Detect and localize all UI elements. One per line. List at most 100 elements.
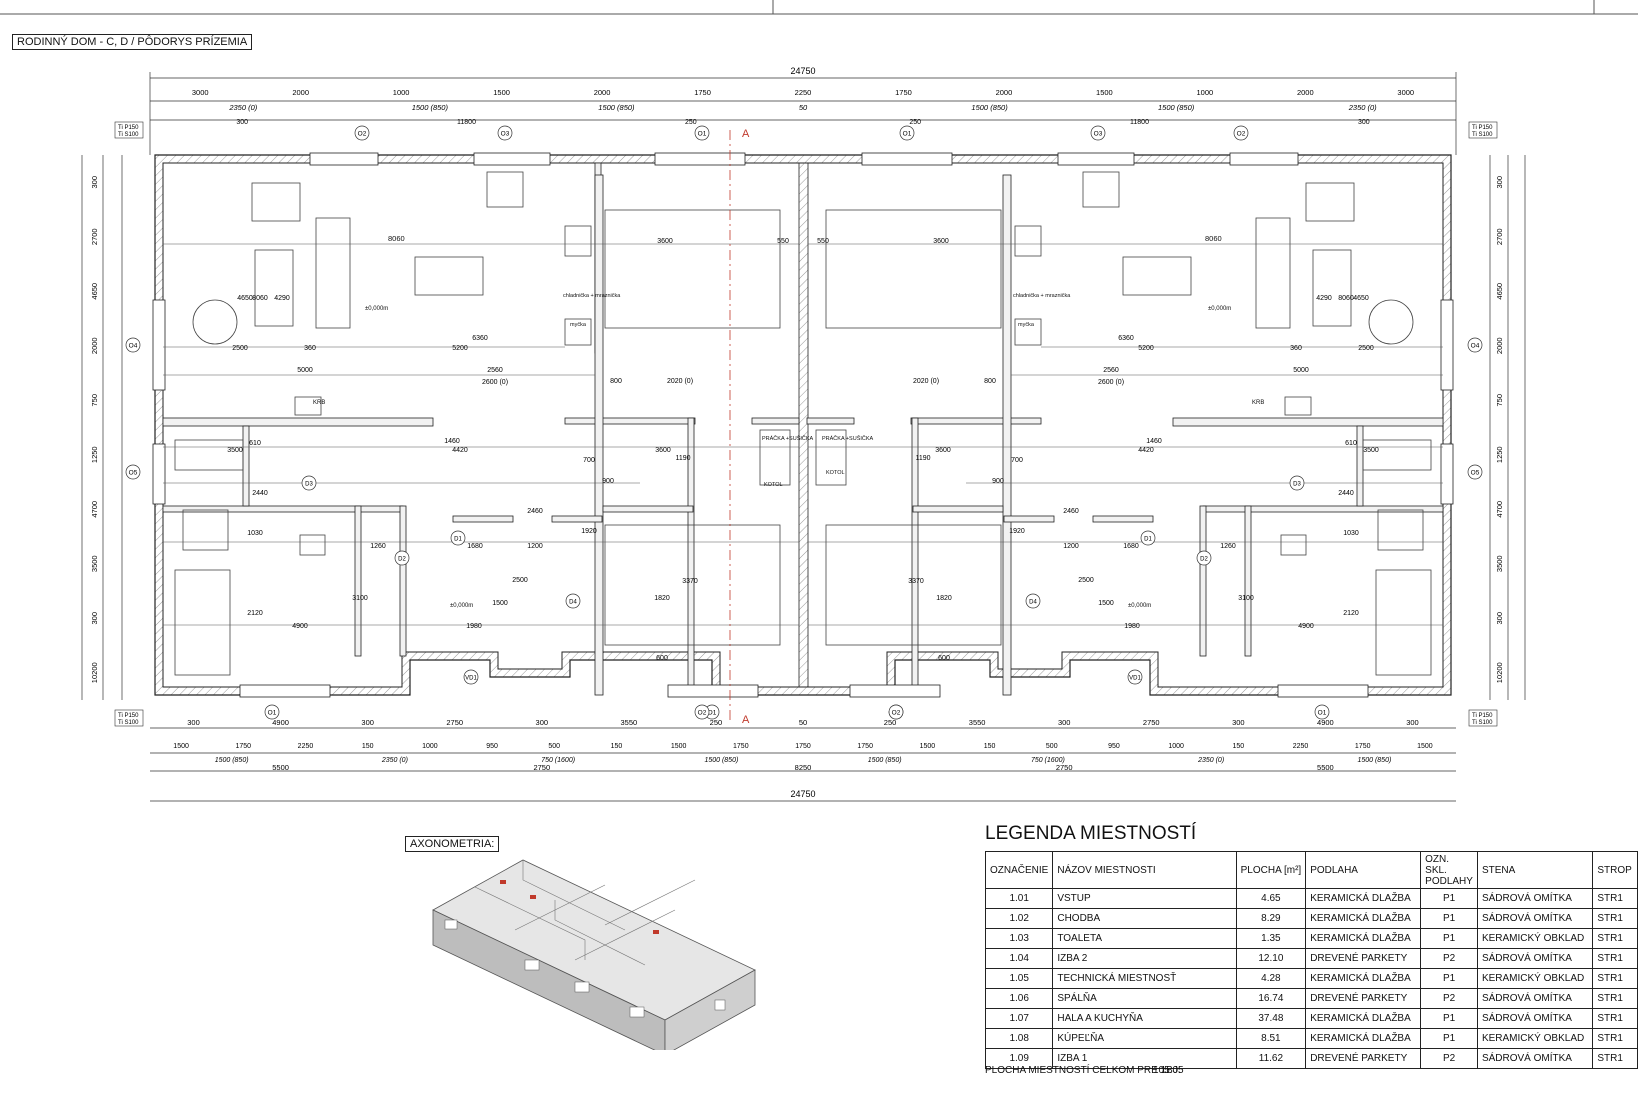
- inner-dim-label: 4650: [1353, 295, 1369, 302]
- dim-label: 300: [1358, 119, 1370, 126]
- dim-label: 4900: [272, 718, 289, 727]
- inner-dim-label: 1500: [1098, 600, 1114, 607]
- door-tag-circle: [1289, 475, 1305, 491]
- inner-dim-label: 2600 (0): [482, 379, 508, 386]
- col-header: PLOCHA [m²]: [1235, 851, 1307, 889]
- door-tag-circle: [463, 669, 479, 685]
- inner-dim-label: 1820: [936, 595, 952, 602]
- dim-label: 750 (1600): [541, 757, 575, 764]
- legend-title: LEGENDA MIESTNOSTÍ: [985, 823, 1197, 844]
- dim-label: 3000: [192, 88, 209, 97]
- inner-dim-label: 4900: [292, 623, 308, 630]
- inner-dim-label: 1980: [466, 623, 482, 630]
- level-mark-right: ±0,000m: [1208, 306, 1231, 312]
- dim-living-width: 8060: [388, 234, 405, 243]
- dim-label: 1500 (850): [1158, 103, 1195, 112]
- legend-cell: KERAMICKÁ DLAŽBA: [1305, 1008, 1422, 1029]
- dim-label: 300: [536, 718, 549, 727]
- svg-text:Ti S100: Ti S100: [1472, 132, 1493, 138]
- window-tag-circle: [899, 125, 915, 141]
- legend-cell: 1.07: [984, 1008, 1054, 1029]
- legend-cell: DREVENÉ PARKETY: [1305, 988, 1422, 1009]
- dim-label: 1500: [1096, 88, 1113, 97]
- inner-dim-label: 4420: [452, 447, 468, 454]
- legend-cell: STR1: [1592, 988, 1638, 1009]
- door-tag-circle: [565, 593, 581, 609]
- drawing-title: RODINNÝ DOM - C, D / PÔDORYS PRÍZEMIA: [12, 34, 253, 50]
- inner-dim-label: 1680: [1123, 543, 1139, 550]
- dim-label: 750 (1600): [1031, 757, 1065, 764]
- cooktop-icon: [564, 225, 592, 257]
- inner-dim-label: 1500: [492, 600, 508, 607]
- dim-label: 2350 (0): [381, 757, 408, 764]
- dim-label: 2350 (0): [1197, 757, 1224, 764]
- legend-cell: SÁDROVÁ OMÍTKA: [1476, 1048, 1594, 1069]
- level-mark-entry-right: ±0,000m: [1128, 603, 1151, 609]
- dim-label: 2250: [795, 88, 812, 97]
- inner-dim-label: 3100: [352, 595, 368, 602]
- dim-label: 10200: [90, 662, 99, 683]
- dim-label: 2700: [1495, 228, 1504, 245]
- legend-cell: 4.65: [1235, 888, 1307, 909]
- legend-cell: 8.51: [1235, 1028, 1307, 1049]
- inner-dim-label: 2020 (0): [913, 378, 939, 385]
- inner-dim-label: 3600: [655, 447, 671, 454]
- inner-dim-label: 1260: [1220, 543, 1236, 550]
- dim-label: 1500: [920, 743, 936, 750]
- axon-side-wall: [664, 969, 756, 1050]
- window-tag-circle: [125, 337, 141, 353]
- legend-cell: STR1: [1592, 948, 1638, 969]
- inner-dim-label: 2500: [1078, 577, 1094, 584]
- dim-label: 1750: [733, 743, 749, 750]
- legend-cell: P1: [1420, 908, 1478, 929]
- legend-cell: 37.48: [1235, 1008, 1307, 1029]
- legend-cell: SÁDROVÁ OMÍTKA: [1476, 908, 1594, 929]
- legend-cell: P1: [1420, 928, 1478, 949]
- dim-label: 250: [710, 718, 723, 727]
- dim-label: 4700: [1495, 501, 1504, 518]
- window-tag-label: O2: [358, 131, 367, 138]
- furniture-right: [815, 171, 1432, 676]
- inner-dim-label: 3370: [908, 578, 924, 585]
- washbasin-icon: [299, 534, 326, 556]
- dim-label: 1750: [235, 743, 251, 750]
- inner-dim-label: 1200: [1063, 543, 1079, 550]
- axon-furniture: [500, 880, 659, 934]
- window-tag-label: O4: [129, 343, 138, 350]
- dim-label: 500: [1046, 743, 1058, 750]
- dim-label: 150: [611, 743, 623, 750]
- door-tag-label: D3: [1293, 482, 1301, 488]
- dim-label: 1500 (850): [704, 757, 738, 764]
- inner-dim-label: 360: [1290, 345, 1302, 352]
- legend-cell: 1.09: [984, 1048, 1054, 1069]
- legend-cell: 1.05: [984, 968, 1054, 989]
- window-tag-label: O4: [1471, 343, 1480, 350]
- windows: [152, 152, 1454, 698]
- dim-label: 1250: [1495, 446, 1504, 463]
- inner-dim-label: 4900: [1298, 623, 1314, 630]
- window-tag-label: O5: [1471, 470, 1480, 477]
- inner-dim-label: 3370: [682, 578, 698, 585]
- legend-cell: 1.04: [984, 948, 1054, 969]
- dim-label: 1500 (850): [215, 757, 249, 764]
- inner-dim-label: 2460: [527, 508, 543, 515]
- dim-label: 150: [362, 743, 374, 750]
- dim-living-width-right: 8060: [1205, 234, 1222, 243]
- inner-dim-label: 700: [1011, 457, 1023, 464]
- legend-cell: STR1: [1592, 968, 1638, 989]
- legend-table: OZNAČENIE NÁZOV MIESTNOSTI PLOCHA [m²] P…: [984, 851, 1638, 1069]
- window-tag-label: O5: [129, 470, 138, 477]
- boiler-label-right: KOTOL: [826, 470, 845, 476]
- dim-label: 3550: [969, 718, 986, 727]
- legend-cell: 1.35: [1235, 928, 1307, 949]
- inner-dim-label: 4290: [1316, 295, 1332, 302]
- legend-cell: P1: [1420, 888, 1478, 909]
- svg-text:Ti S100: Ti S100: [118, 720, 139, 726]
- legend-cell: 1.08: [984, 1028, 1054, 1049]
- window-tag-circle: [1090, 125, 1106, 141]
- legend-cell: 16.74: [1235, 988, 1307, 1009]
